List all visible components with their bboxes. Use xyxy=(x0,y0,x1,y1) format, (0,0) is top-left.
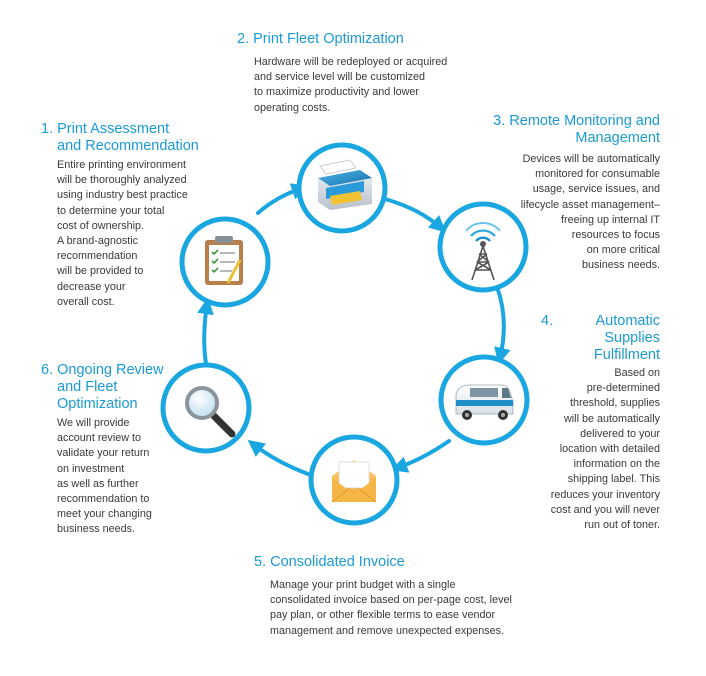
step-4-description: Based on pre-determined threshold, suppl… xyxy=(551,366,660,533)
desc-line: delivered to your xyxy=(580,427,660,440)
desc-line: reduces your inventory xyxy=(550,488,660,501)
step-2-title-line: 2. Print Fleet Optimization xyxy=(237,31,404,47)
desc-line: pre-determined xyxy=(586,382,660,395)
desc-line: We will provide xyxy=(57,417,130,429)
step-4-node xyxy=(438,354,530,446)
step-4-title-line: Automatic xyxy=(595,313,660,329)
step-2-description: Hardware will be redeployed or acquired … xyxy=(254,55,447,116)
desc-line: will be provided to xyxy=(57,265,144,278)
step-6-title-line: and Fleet xyxy=(57,379,118,395)
step-6-description: We will provide account review to valida… xyxy=(57,416,152,538)
desc-line: information on the xyxy=(573,458,660,471)
step-6-title: 6. Ongoing Review and Fleet Optimization xyxy=(41,362,164,413)
desc-line: lifecycle asset management– xyxy=(520,198,660,211)
step-1-description: Entire printing environment will be thor… xyxy=(57,158,188,310)
arrow-5-to-6 xyxy=(247,439,310,476)
desc-line: and service level will be customized xyxy=(254,71,426,84)
desc-line: on more critical xyxy=(586,244,660,257)
arrow-1-to-2 xyxy=(256,183,309,215)
desc-line: Hardware will be redeployed or acquired xyxy=(254,56,448,68)
arrow-2-to-3 xyxy=(383,197,446,233)
step-5-description: Manage your print budget with a single c… xyxy=(270,578,512,639)
step-6-title-line: Optimization xyxy=(57,396,138,412)
step-4-title-line: Fulfillment xyxy=(593,347,660,363)
step-4-title: Automatic Supplies Fulfillment xyxy=(594,313,660,364)
desc-line: account review to xyxy=(57,432,142,445)
printer-icon xyxy=(318,159,372,210)
desc-line: validate your return xyxy=(57,447,150,460)
delivery-van-icon xyxy=(455,384,514,420)
desc-line: monitored for consumable xyxy=(535,168,660,181)
desc-line: will be thoroughly analyzed xyxy=(57,174,187,187)
desc-line: Based on xyxy=(614,367,660,379)
step-3-title-line: 3. Remote Monitoring and xyxy=(493,113,660,129)
desc-line: as well as further xyxy=(57,477,139,490)
step-3-title: 3. Remote Monitoring and Management xyxy=(493,113,660,147)
step-5-title: 5. Consolidated Invoice xyxy=(254,554,405,571)
step-5-title-line: 5. Consolidated Invoice xyxy=(254,554,405,570)
step-3-title-line: Management xyxy=(575,130,660,146)
desc-line: overall cost. xyxy=(57,295,115,308)
radio-tower-icon xyxy=(465,221,501,281)
desc-line: using industry best practice xyxy=(57,189,188,202)
step-6-node xyxy=(160,362,252,454)
desc-line: meet your changing xyxy=(57,508,152,521)
step-4-number: 4. xyxy=(541,313,554,329)
desc-line: shipping label. This xyxy=(567,473,660,486)
desc-line: to maximize productivity and lower xyxy=(254,86,420,99)
desc-line: location with detailed xyxy=(559,443,660,456)
clipboard-checklist-icon xyxy=(205,236,243,285)
step-1-title: 1. Print Assessment and Recommendation xyxy=(41,121,199,155)
step-2-node xyxy=(296,142,388,234)
desc-line: decrease your xyxy=(57,280,126,293)
desc-line: A brand-agnostic xyxy=(57,235,139,248)
step-2-title: 2. Print Fleet Optimization xyxy=(237,31,404,48)
desc-line: recommendation to xyxy=(57,493,150,506)
desc-line: Devices will be automatically xyxy=(522,153,660,165)
step-3-node xyxy=(437,201,529,293)
desc-line: operating costs. xyxy=(254,101,331,114)
envelope-icon xyxy=(331,460,377,503)
step-5-node xyxy=(308,434,400,526)
desc-line: cost of ownership. xyxy=(57,219,145,232)
desc-line: consolidated invoice based on per-page c… xyxy=(270,594,512,607)
desc-line: cost and you will never xyxy=(550,503,660,516)
desc-line: management and remove unexpected expense… xyxy=(270,624,505,637)
desc-line: recommendation xyxy=(57,250,138,263)
desc-line: freeing up internal IT xyxy=(560,213,660,226)
step-4-title-line: Supplies xyxy=(604,330,660,346)
arrow-3-to-4 xyxy=(494,285,511,365)
desc-line: threshold, supplies xyxy=(569,397,660,410)
desc-line: business needs. xyxy=(57,523,136,536)
desc-line: business needs. xyxy=(581,259,660,272)
desc-line: resources to focus xyxy=(571,229,660,242)
desc-line: pay plan, or other flexible terms to eas… xyxy=(270,609,496,622)
step-3-description: Devices will be automatically monitored … xyxy=(521,152,660,274)
step-6-title-line: 6. Ongoing Review xyxy=(41,362,164,378)
desc-line: run out of toner. xyxy=(584,519,660,532)
desc-line: Entire printing environment xyxy=(57,159,187,171)
desc-line: will be automatically xyxy=(563,412,660,425)
arrow-6-to-1 xyxy=(197,297,214,366)
desc-line: Manage your print budget with a single xyxy=(270,579,456,591)
step-1-title-line: 1. Print Assessment xyxy=(41,121,170,137)
desc-line: on investment xyxy=(57,462,125,475)
desc-line: usage, service issues, and xyxy=(532,183,660,196)
step-1-node xyxy=(179,216,271,308)
step-1-title-line: and Recommendation xyxy=(57,138,199,154)
magnifier-icon xyxy=(185,386,236,438)
arrow-4-to-5 xyxy=(390,439,451,473)
desc-line: to determine your total xyxy=(57,204,165,217)
